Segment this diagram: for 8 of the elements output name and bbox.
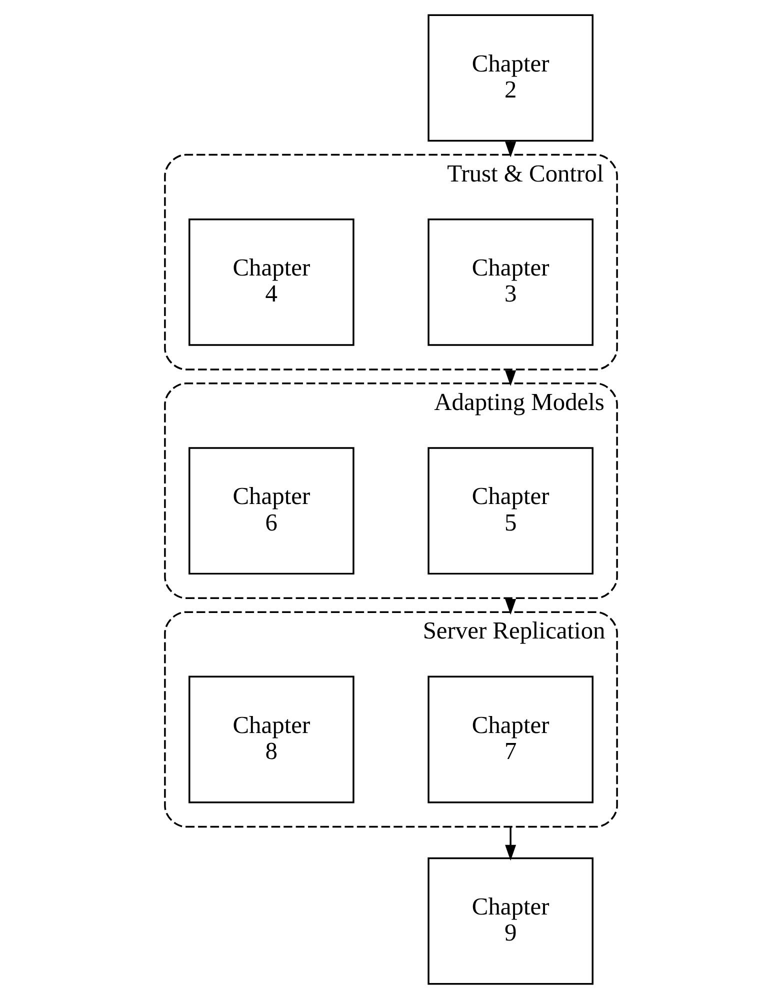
node-box: Chapter 6 xyxy=(188,447,354,575)
node-box: Chapter 5 xyxy=(428,447,594,575)
node-box: Chapter 3 xyxy=(428,218,594,346)
node-box: Chapter 4 xyxy=(188,218,354,346)
node-box: Chapter 9 xyxy=(428,857,594,985)
node-box: Chapter 7 xyxy=(428,676,594,804)
arrow xyxy=(505,826,516,861)
node-box: Chapter 8 xyxy=(188,676,354,804)
